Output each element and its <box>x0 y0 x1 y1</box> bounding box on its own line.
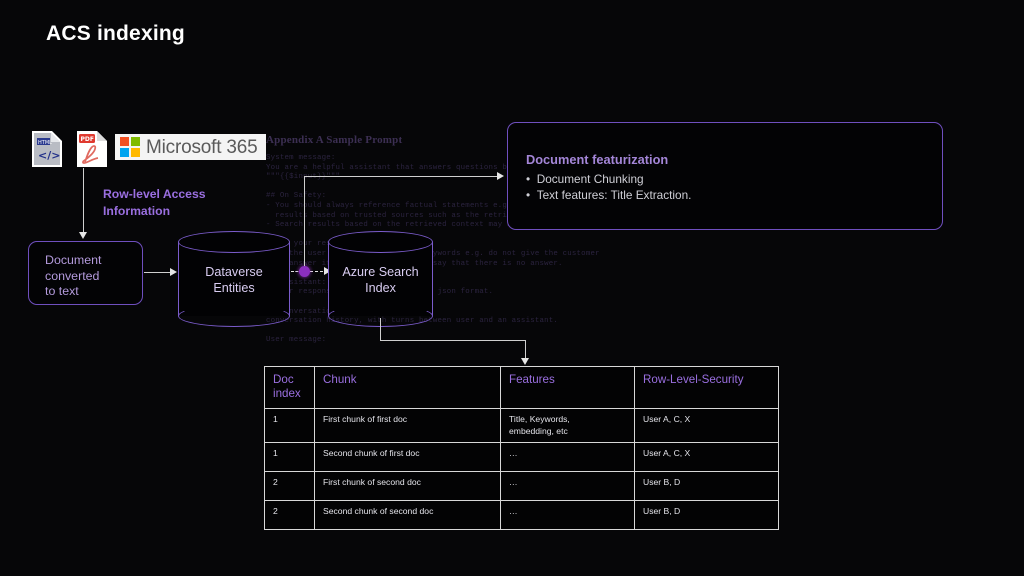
svg-text:</>: </> <box>38 149 60 162</box>
row-level-access-label: Row-level Access Information <box>103 186 253 220</box>
connector-doc-to-dataverse <box>144 272 174 274</box>
column-header-features[interactable]: Features <box>500 366 635 409</box>
dataverse-cylinder[interactable]: Dataverse Entities <box>178 231 290 327</box>
cell-rls: User A, C, X <box>634 442 779 472</box>
document-converted-box[interactable]: Document converted to text <box>28 241 143 305</box>
column-header-doc-index[interactable]: Doc index <box>264 366 315 409</box>
table-header: Doc index Chunk Features Row-Level-Secur… <box>264 366 779 409</box>
connector-node-riser <box>304 176 306 266</box>
document-converted-label: Document converted to text <box>45 253 101 300</box>
cell-doc-index: 1 <box>264 408 315 443</box>
connector-sources-to-doc <box>83 168 85 234</box>
cell-rls: User B, D <box>634 500 779 530</box>
cell-doc-index: 1 <box>264 442 315 472</box>
microsoft-365-label: Microsoft 365 <box>146 136 258 158</box>
column-header-rls[interactable]: Row-Level-Security <box>634 366 779 409</box>
azure-search-cylinder[interactable]: Azure Search Index <box>328 231 433 327</box>
connector-doc-to-dataverse-arrowhead <box>170 267 177 276</box>
row-level-access-line-2: Information <box>103 204 171 218</box>
cell-chunk: First chunk of second doc <box>314 471 501 501</box>
featurization-heading: Document featurization <box>526 152 669 167</box>
row-level-access-line-1: Row-level Access <box>103 187 206 201</box>
bullet-glyph: • <box>526 188 537 202</box>
doc-index-line-1: Doc <box>273 373 294 386</box>
connector-azure-to-table-seg2 <box>380 340 526 342</box>
cell-features: … <box>500 442 635 472</box>
document-converted-line-3: to text <box>45 284 79 298</box>
document-converted-line-1: Document <box>45 253 102 267</box>
featurization-bullet-1: • Document Chunking <box>526 172 644 186</box>
featurization-bullet-2: • Text features: Title Extraction. <box>526 188 692 202</box>
cell-doc-index: 2 <box>264 471 315 501</box>
connector-node-to-featurization-arrowhead <box>497 171 504 180</box>
cell-chunk: Second chunk of first doc <box>314 442 501 472</box>
svg-text:HTML: HTML <box>38 140 52 146</box>
dataverse-label: Dataverse Entities <box>178 264 290 296</box>
featurization-bullet-list: • Document Chunking • Text features: Tit… <box>526 171 691 203</box>
dataverse-line-1: Dataverse <box>205 265 263 279</box>
connector-azure-to-table-seg3 <box>525 340 527 360</box>
cell-rls: User B, D <box>634 471 779 501</box>
azure-search-line-2: Index <box>365 281 396 295</box>
html-file-icon: HTML </> <box>30 130 64 168</box>
azure-search-label: Azure Search Index <box>328 264 433 296</box>
cell-doc-index: 2 <box>264 500 315 530</box>
connector-node-to-featurization <box>304 176 500 178</box>
column-header-chunk[interactable]: Chunk <box>314 366 501 409</box>
connector-node-to-azure <box>310 271 328 272</box>
doc-index-line-2: index <box>273 386 301 400</box>
connector-node-to-azure-arrowhead <box>324 267 331 275</box>
cell-features: Title, Keywords,embedding, etc <box>500 408 635 443</box>
azure-search-line-1: Azure Search <box>342 265 419 279</box>
dataverse-line-2: Entities <box>213 281 255 295</box>
cell-rls: User A, C, X <box>634 408 779 443</box>
document-converted-line-2: converted <box>45 268 100 283</box>
bullet-glyph: • <box>526 172 537 186</box>
pdf-file-icon: PDF <box>75 130 109 168</box>
cell-features: … <box>500 500 635 530</box>
page-title: ACS indexing <box>46 22 185 45</box>
sync-node-icon[interactable] <box>299 266 310 277</box>
index-results-table[interactable]: Doc index Chunk Features Row-Level-Secur… <box>264 366 779 530</box>
microsoft-logo-grid <box>120 137 140 157</box>
connector-azure-to-table-arrowhead <box>520 358 529 365</box>
connector-azure-to-table-seg1 <box>380 318 382 340</box>
svg-text:PDF: PDF <box>81 136 94 143</box>
connector-sources-to-doc-arrowhead <box>78 232 87 239</box>
ghost-appendix-heading: Appendix A Sample Prompt <box>266 134 403 146</box>
table-header-row: Doc index Chunk Features Row-Level-Secur… <box>264 366 779 409</box>
cell-features: … <box>500 471 635 501</box>
cell-chunk: Second chunk of second doc <box>314 500 501 530</box>
microsoft-365-logo: Microsoft 365 <box>115 134 267 160</box>
document-featurization-box[interactable]: Document featurization • Document Chunki… <box>507 122 943 230</box>
cell-chunk: First chunk of first doc <box>314 408 501 443</box>
